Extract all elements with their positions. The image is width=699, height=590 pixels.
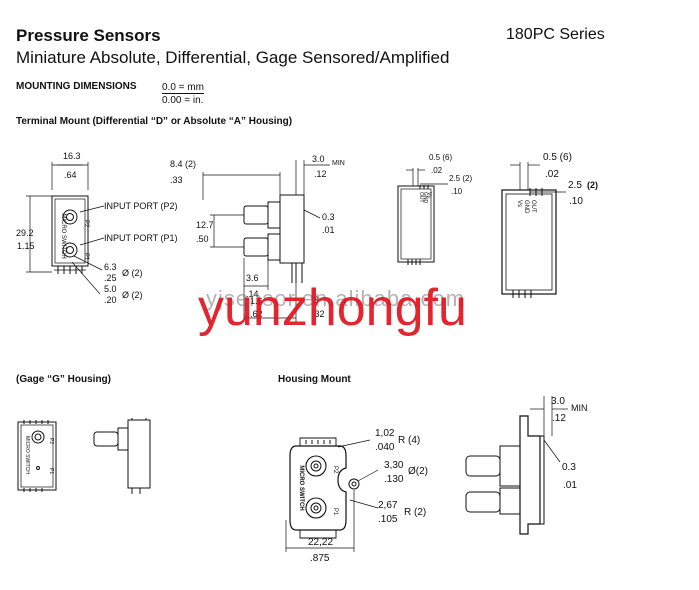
front-brand-text: MICRO SWITCH [60,213,66,258]
dim-hole1-mm: 6.3 [104,262,117,272]
series-label: 180PC Series [506,26,605,43]
unit-in: 0.00 = in. [162,95,204,106]
front-p1-text: P1 [83,253,89,261]
dim-hm-w-mm: 22,22 [308,537,333,548]
dim-hm-r2-in: .105 [378,514,398,525]
dim-side-b-mm: 3.0 [312,154,325,164]
dim-front-height-in: 1.15 [17,241,35,251]
dim-side-c-in: .50 [196,234,209,244]
dim-side-e-mm: 3.6 [246,273,259,283]
dim-side-f-in: .62 [250,309,263,319]
dim-hole1-note: Ø (2) [122,268,143,278]
dim-pin-big-a-mm: 0.5 (6) [543,152,572,163]
dim-side-e-in: .14 [246,289,259,299]
dim-side-c-mm: 12.7 [196,220,214,230]
side-view-drawing: 8.4 (2) .33 3.0 MIN .12 12.7 .50 0.3 .01… [170,154,345,322]
dim-hm-r1-note: R (4) [398,435,420,446]
dim-pin-big-a-in: .02 [545,169,559,180]
section-housing-mount: Housing Mount [278,374,351,385]
dim-hm-side-a-note: MIN [571,403,588,413]
dim-side-b-in: .12 [314,169,327,179]
dim-hole2-note: Ø (2) [122,290,143,300]
dim-pin-a-in: .02 [431,166,443,175]
dim-hm-d-note: Ø(2) [408,466,428,477]
gage-front-drawing [17,420,57,492]
dim-pin-b-in: .10 [451,187,463,196]
dim-side-b-note: MIN [332,160,345,167]
unit-mm: 0.0 = mm [162,82,204,94]
pin-label-large-vs: Vs [516,200,522,207]
housing-mount-front-drawing: 1,02 .040 R (4) 3,30 .130 Ø(2) 2,67 .105… [285,428,428,564]
dim-hm-side-a-in: .12 [552,413,566,424]
dim-side-f-mm: 1.6 [250,296,263,306]
housing-mount-side-drawing: 3.0 MIN .12 0.3 .01 [465,396,588,535]
dim-hm-d-in: .130 [384,474,404,485]
dim-front-width-in: .64 [64,170,77,180]
pin-label-small-vs: Vs [426,192,432,198]
dim-front-height-mm: 29.2 [16,228,34,238]
section-gage-housing: (Gage “G” Housing) [16,374,111,385]
dim-side-d-mm: 0.3 [322,212,335,222]
front-view-drawing: 16.3 .64 29.2 1.15 INPUT PORT (P2) INPUT… [16,151,178,305]
dim-pin-a-mm: 0.5 (6) [429,153,452,162]
port-p2-label: INPUT PORT (P2) [104,201,178,211]
watermark-url: yjsensor.en.alibaba.com [206,286,466,311]
dim-hm-r1-mm: 1,02 [375,428,395,439]
dim-hm-r2-mm: 2,67 [378,500,398,511]
pin-view-small-drawing: 0.5 (6) .02 2.5 (2) .10 [397,153,472,265]
dim-side-a-mm: 8.4 (2) [170,159,196,169]
hm-p2-text: P2 [332,466,338,474]
dim-hole2-mm: 5.0 [104,284,117,294]
gage-side-drawing [93,418,151,494]
dim-hm-r2-note: R (2) [404,507,426,518]
hm-p1-text: P1 [332,508,338,516]
mounting-dimensions-label: MOUNTING DIMENSIONS [16,81,137,92]
dim-side-g-mm: 8 [314,295,319,305]
pin-label-large-gnd: GND [523,200,529,214]
port-p1-label: INPUT PORT (P1) [104,233,178,243]
dim-hm-d-mm: 3,30 [384,460,404,471]
page-subtitle: Miniature Absolute, Differential, Gage S… [16,48,450,67]
front-p2-text: P2 [83,220,89,228]
dim-side-a-in: .33 [170,175,183,185]
dim-hm-side-a-mm: 3.0 [551,396,565,407]
dim-front-width-mm: 16.3 [63,151,81,161]
dim-hm-side-b-in: .01 [563,480,577,491]
dim-hm-w-in: .875 [310,553,330,564]
dim-side-g-in: .32 [312,309,325,319]
dim-hole2-in: .20 [104,295,117,305]
dim-pin-big-b-note: (2) [587,180,598,190]
watermark-text: yunzhongfu [198,279,467,337]
dim-pin-big-b-mm: 2.5 [568,180,582,191]
dim-hm-r1-in: .040 [375,442,395,453]
dim-pin-big-b-in: .10 [569,196,583,207]
dim-pin-b-mm: 2.5 (2) [449,174,472,183]
section-terminal-mount: Terminal Mount (Differential “D” or Abso… [16,116,293,127]
page-title: Pressure Sensors [16,26,161,45]
dim-side-d-in: .01 [322,225,335,235]
pin-label-small-out: OUT [418,192,424,203]
gage-p2-text: P2 [48,438,54,444]
hm-brand-text: MICRO SWITCH [298,465,304,510]
dim-hm-side-b-mm: 0.3 [562,462,576,473]
gage-brand-text: MICRO SWITCH [24,436,30,474]
dim-hole1-in: .25 [104,273,117,283]
pin-label-large-out: OUT [530,200,536,213]
pin-view-large-drawing: 0.5 (6) .02 2.5 (2) .10 [501,152,598,298]
gage-p1-text: P1 [48,468,54,474]
pin-label-small-gnd: GND [422,192,428,204]
